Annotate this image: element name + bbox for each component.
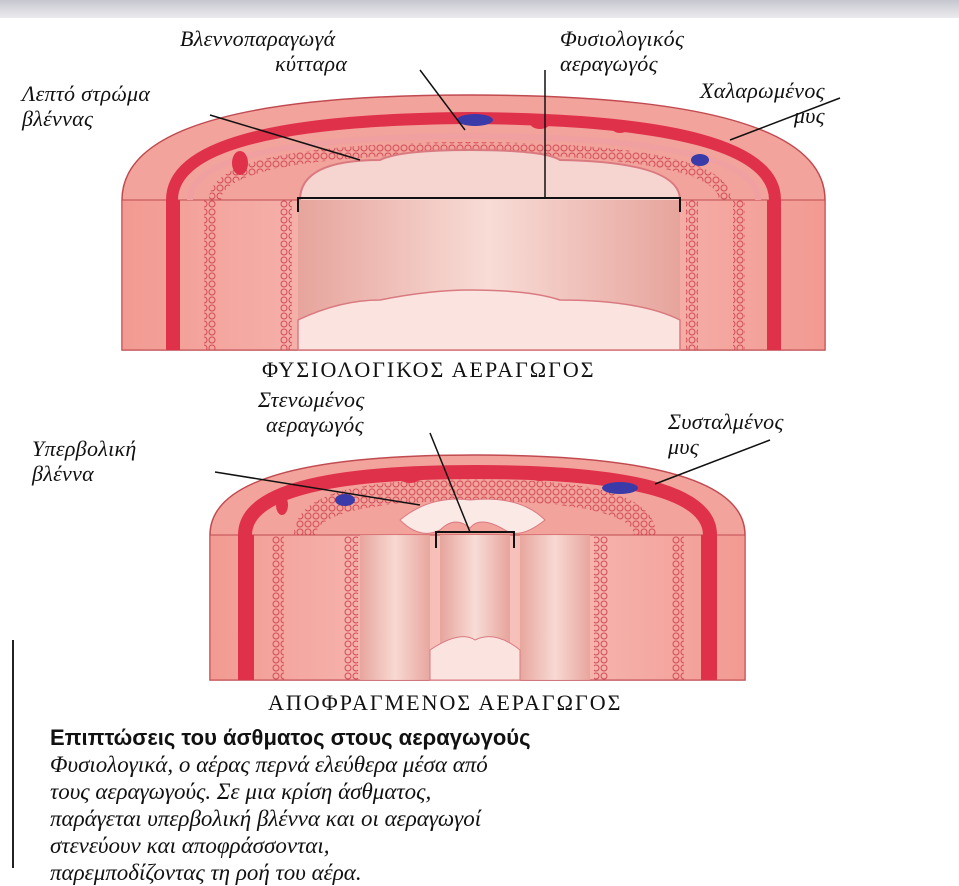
obstructed-airway-diagram [210,455,745,680]
label-normal-airway-line1: Φυσιολογικός [560,26,684,51]
figure-caption: Επιπτώσεις του άσθματος στους αεραγωγούς… [50,724,945,886]
label-excess-mucus: Υπερβολική βλέννα [32,436,137,486]
label-narrowed-airway: Στενωμένος αεραγωγός [258,387,365,437]
label-excess-mucus-line1: Υπερβολική [32,436,137,461]
diagram-page: Βλεννοπαραγωγά κύτταρα Φυσιολογικός αερα… [0,0,959,868]
label-normal-airway-line2: αεραγωγός [560,51,684,76]
label-narrowed-airway-line2: αεραγωγός [258,412,365,437]
label-contracted-muscle: Συσταλμένος μυς [668,409,784,459]
caption-line: τους αεραγωγούς. Σε μια κρίση άσθματος, [50,778,945,805]
caption-line: παράγεται υπερβολική βλέννα και οι αεραγ… [50,805,945,832]
label-thin-mucus-line2: βλέννας [22,106,150,131]
caption-line: παρεμποδίζοντας τη ροή του αέρα. [50,859,945,886]
label-narrowed-airway-line1: Στενωμένος [258,387,365,412]
caption-line: Φυσιολογικά, ο αέρας περνά ελεύθερα μέσα… [50,751,945,778]
label-normal-airway: Φυσιολογικός αεραγωγός [560,26,684,76]
label-contracted-muscle-line1: Συσταλμένος [668,409,784,434]
label-relaxed-muscle-line2: μυς [700,103,825,128]
title-normal-airway: ΦΥΣΙΟΛΟΓΙΚΟΣ ΑΕΡΑΓΩΓΟΣ [262,357,596,383]
caption-heading: Επιπτώσεις του άσθματος στους αεραγωγούς [50,724,945,751]
label-thin-mucus-line1: Λεπτό στρώμα [22,81,150,106]
label-thin-mucus: Λεπτό στρώμα βλέννας [22,81,150,131]
title-obstructed-airway: ΑΠΟΦΡΑΓΜΕΝΟΣ ΑΕΡΑΓΩΓΟΣ [268,690,622,716]
label-mucus-cells-line1: Βλεννοπαραγωγά [180,26,347,51]
label-relaxed-muscle: Χαλαρωμένος μυς [700,78,825,128]
label-mucus-cells: Βλεννοπαραγωγά κύτταρα [180,26,347,76]
caption-line: στενεύουν και αποφράσσονται, [50,832,945,859]
label-mucus-cells-line2: κύτταρα [180,51,347,76]
label-contracted-muscle-line2: μυς [668,434,784,459]
margin-rule [12,640,14,868]
label-relaxed-muscle-line1: Χαλαρωμένος [700,78,825,103]
label-excess-mucus-line2: βλέννα [32,461,137,486]
normal-airway-diagram [122,95,825,350]
